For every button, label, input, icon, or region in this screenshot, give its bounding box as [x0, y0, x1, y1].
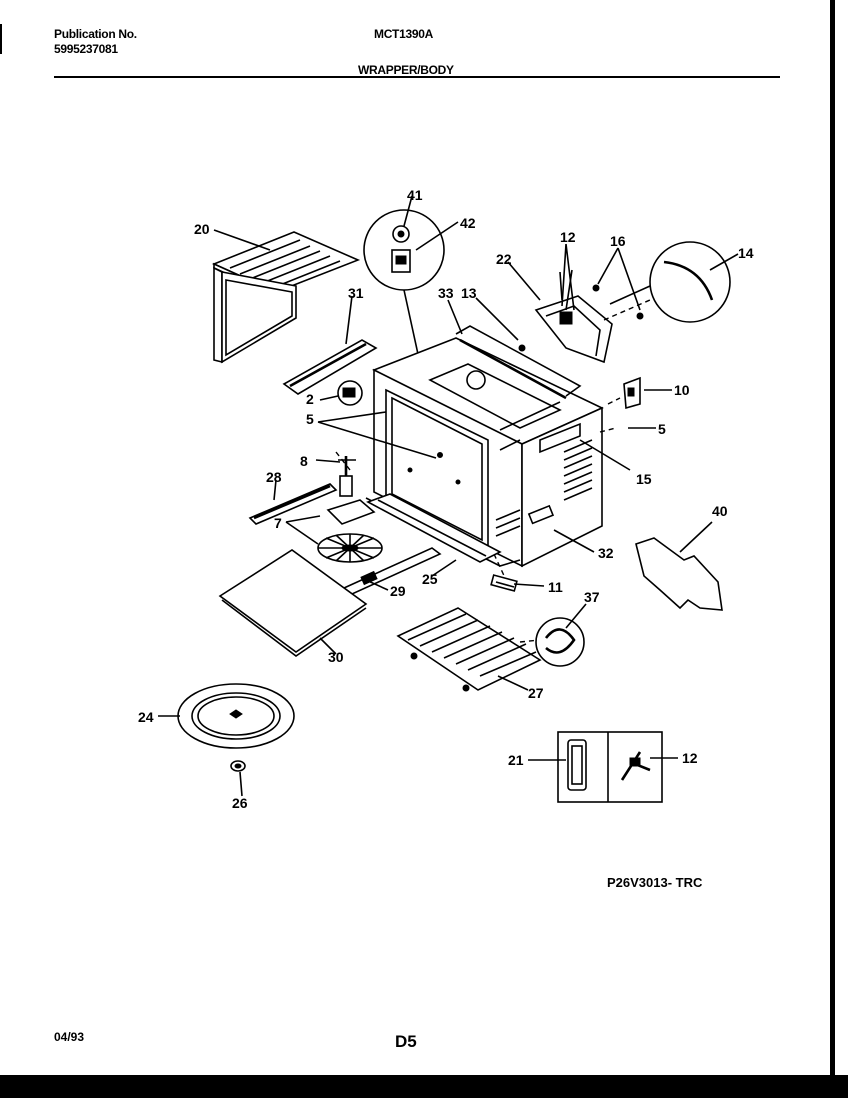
part-rail-31: [282, 339, 378, 395]
callout-13: 13: [461, 285, 477, 301]
callout-8: 8: [300, 453, 308, 469]
part-10: [623, 376, 641, 410]
callout-37: 37: [584, 589, 600, 605]
callout-22: 22: [496, 251, 512, 267]
callout-5: 5: [306, 411, 314, 427]
right-border: [830, 0, 835, 1075]
part-26: [230, 760, 246, 772]
guide-lines: [335, 299, 651, 643]
callout-33: 33: [438, 285, 454, 301]
publication-date: 04/93: [54, 1030, 85, 1044]
header-rule: [54, 76, 780, 78]
left-margin-mark: [0, 24, 12, 54]
part-8: [338, 456, 356, 497]
callout-29: 29: [390, 583, 406, 599]
callout-26: 26: [232, 795, 248, 811]
part-stirrer-7: [317, 499, 383, 563]
part-cabinet-body: [365, 325, 604, 568]
part-detail-circle-37: [535, 617, 585, 667]
model-number: MCT1390A: [374, 27, 433, 41]
callout-16: 16: [610, 233, 626, 249]
callout-labels: 41 42 20 31 33 13 22 12 16 14 2 5 10 5 1…: [138, 187, 754, 811]
part-40: [635, 537, 723, 611]
callout-15: 15: [636, 471, 652, 487]
callout-24: 24: [138, 709, 154, 725]
callout-14: 14: [738, 245, 754, 261]
callout-32: 32: [598, 545, 614, 561]
publication-label: Publication No.: [54, 27, 137, 41]
part-rack-27: [396, 607, 542, 692]
section-title: WRAPPER/BODY: [358, 63, 454, 77]
bottom-border: [0, 1075, 848, 1098]
part-top-panel: [211, 231, 361, 364]
callout-40: 40: [712, 503, 728, 519]
callout-7: 7: [274, 515, 282, 531]
part-25: [366, 493, 502, 563]
callout-28: 28: [266, 469, 282, 485]
callout-42: 42: [460, 215, 476, 231]
callout-30: 30: [328, 649, 344, 665]
part-plate-30: [218, 549, 368, 657]
callout-10: 10: [674, 382, 690, 398]
publication-number: 5995237081: [54, 42, 118, 56]
part-2: [337, 380, 363, 406]
callout-31: 31: [348, 285, 364, 301]
callout-12: 12: [560, 229, 576, 245]
page-code: D5: [395, 1032, 417, 1051]
callout-12b: 12: [682, 750, 698, 766]
leader-lines: [158, 195, 739, 797]
callout-20: 20: [194, 221, 210, 237]
part-turntable-24: [177, 683, 295, 749]
callout-25: 25: [422, 571, 438, 587]
callout-27: 27: [528, 685, 544, 701]
part-11: [490, 574, 518, 592]
part-28: [248, 483, 338, 525]
callout-41: 41: [407, 187, 423, 203]
callout-11: 11: [548, 579, 563, 595]
callout-5b: 5: [658, 421, 666, 437]
figure-code: P26V3013- TRC: [607, 875, 703, 890]
part-detail-circle-14: [609, 241, 731, 323]
callout-2: 2: [306, 391, 314, 407]
part-control-bracket: [518, 269, 644, 364]
part-inset-21-12: [557, 731, 663, 803]
callout-21: 21: [508, 752, 524, 768]
